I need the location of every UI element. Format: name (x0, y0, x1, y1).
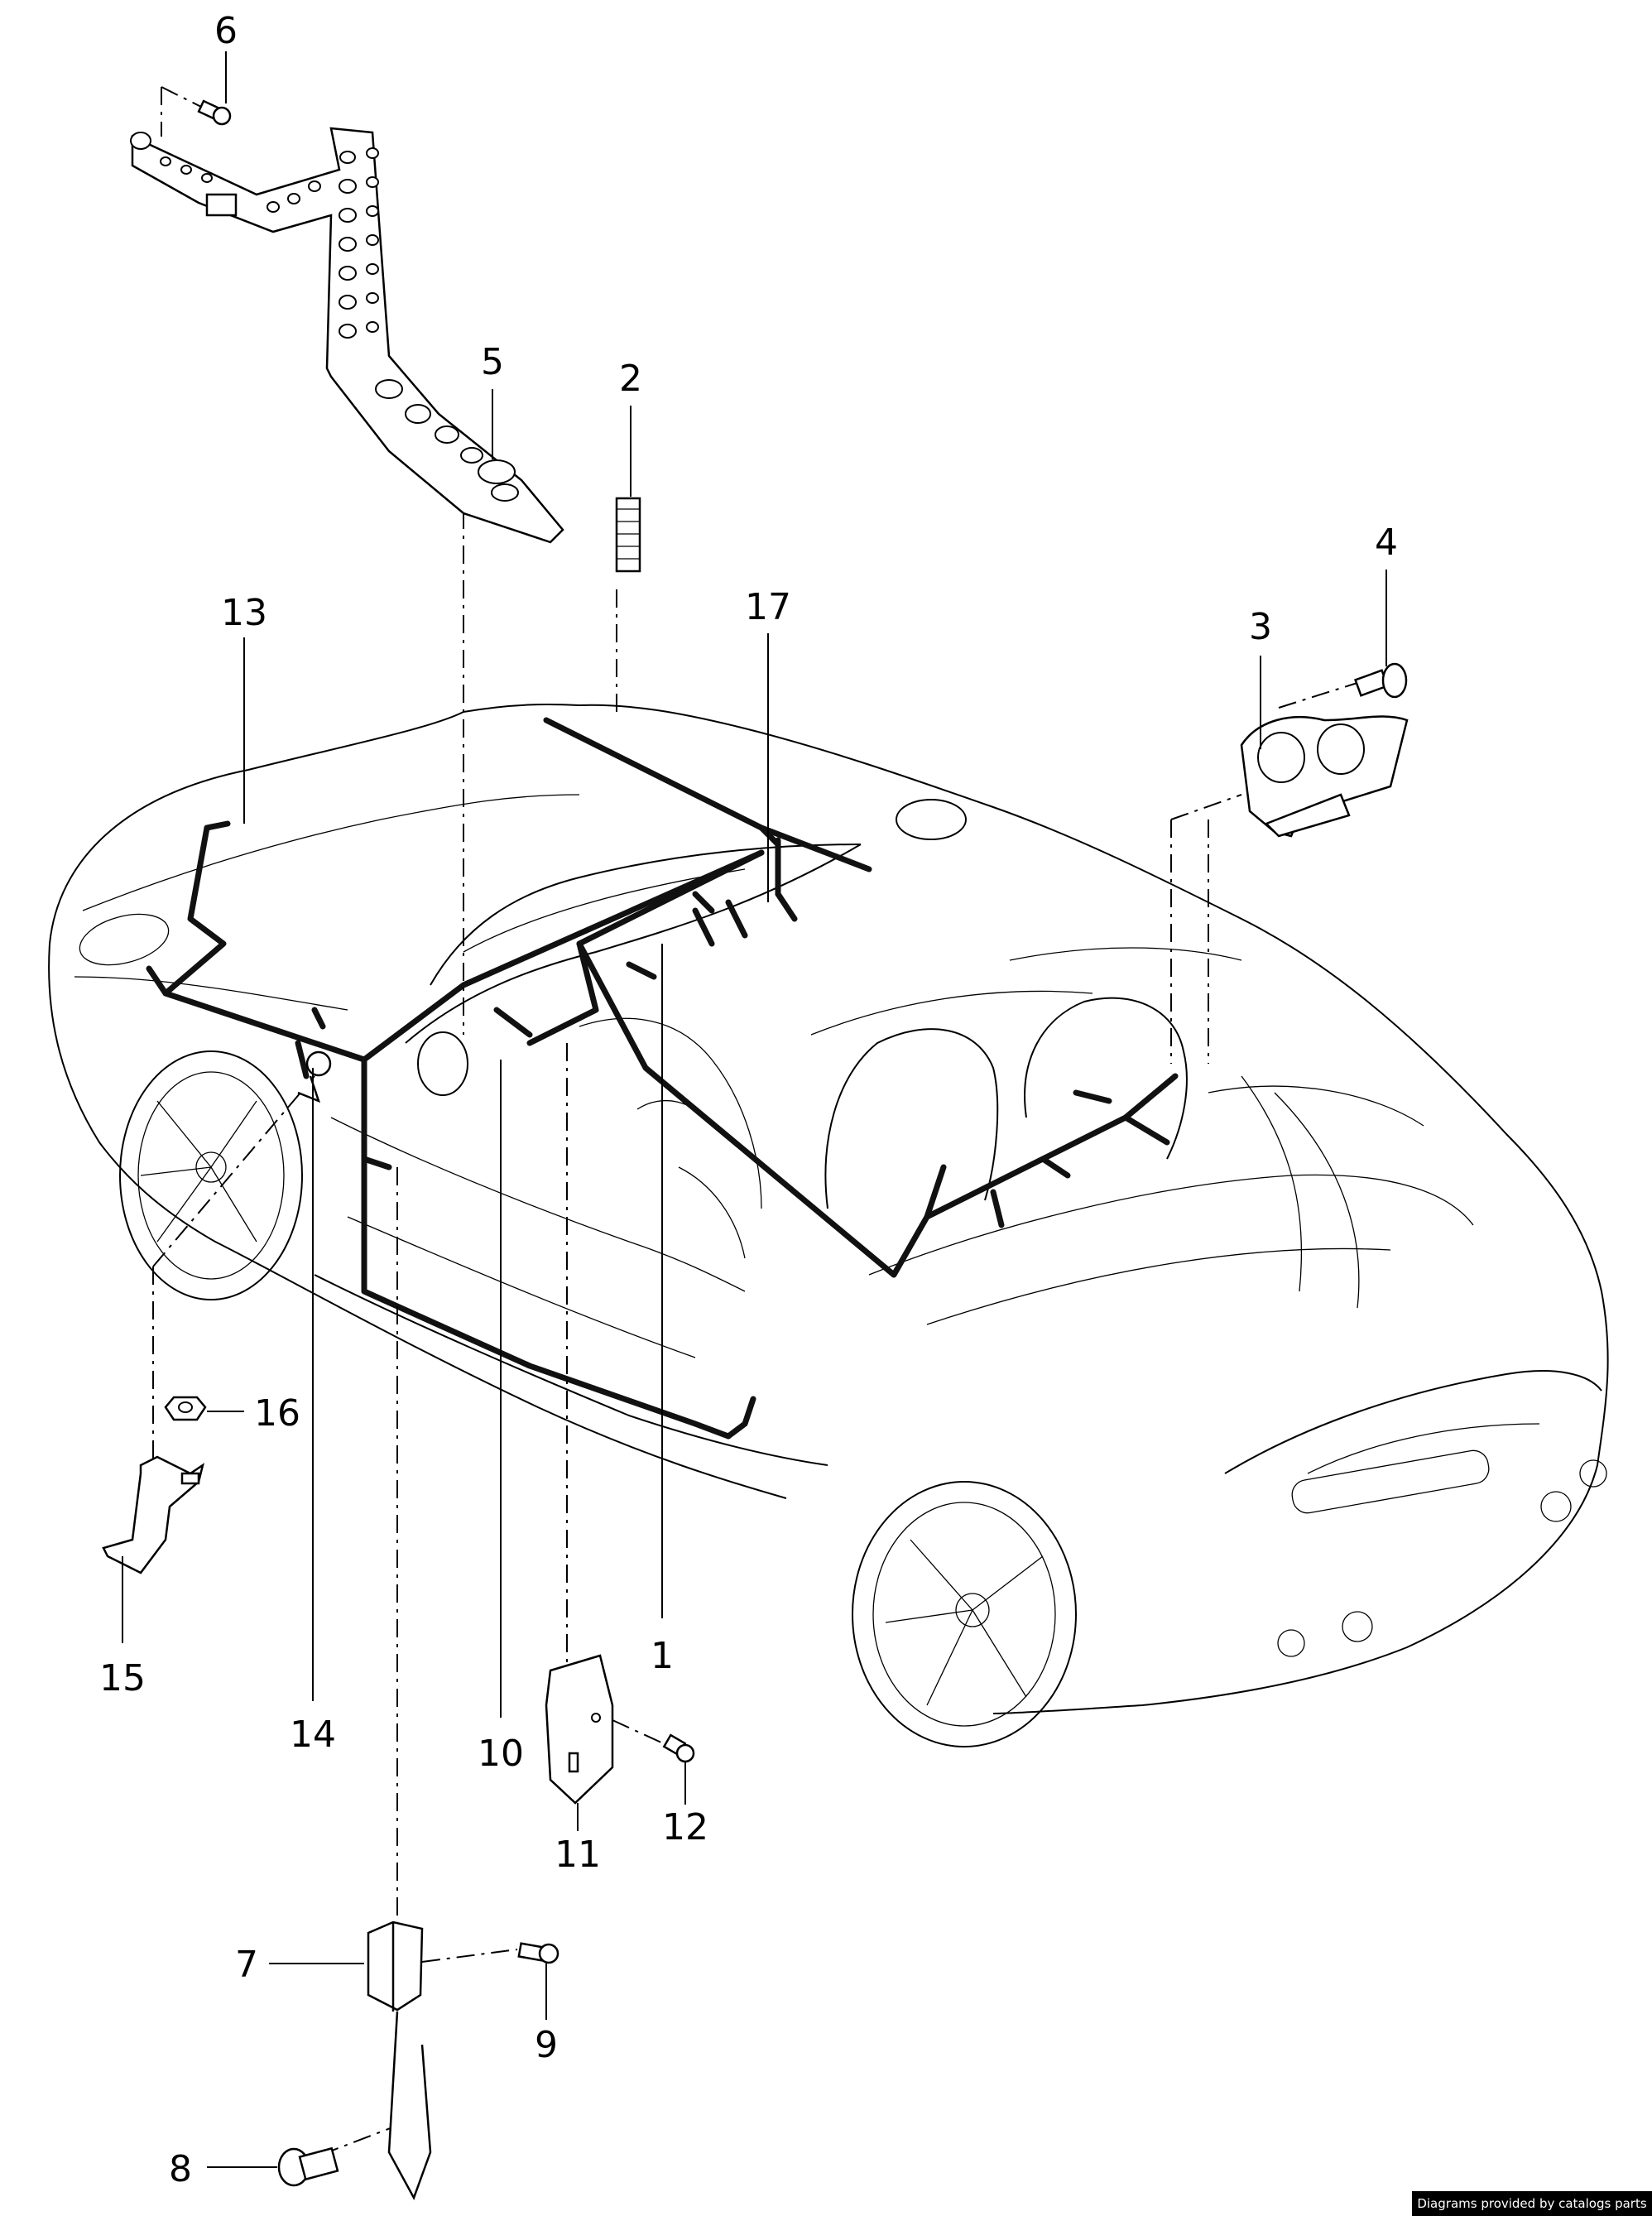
plate-part-11 (545, 1654, 614, 1805)
callout-8: 8 (169, 2148, 192, 2190)
wiring-harness (146, 717, 1179, 1440)
callout-3: 3 (1249, 606, 1272, 648)
leader-lines (152, 86, 1358, 2156)
module-part-7 (367, 1920, 432, 2201)
stud-part-2 (615, 497, 641, 573)
callout-10: 10 (478, 1733, 524, 1775)
callout-labels: 6 5 2 3 4 13 17 1 10 14 15 16 11 12 7 9 … (99, 10, 1398, 2190)
callout-2: 2 (619, 358, 642, 400)
callout-15: 15 (99, 1657, 146, 1699)
callout-1: 1 (651, 1635, 674, 1677)
bolt-part-4 (1354, 662, 1408, 699)
bolt-part-9 (517, 1942, 559, 1964)
callout-6: 6 (214, 10, 238, 52)
bolt-part-8 (277, 2146, 339, 2187)
callout-16: 16 (254, 1392, 300, 1435)
callout-17: 17 (745, 586, 791, 628)
callout-11: 11 (555, 1834, 601, 1876)
bracket-part-15 (102, 1455, 204, 1574)
callout-5: 5 (481, 341, 504, 383)
credit-footer: Diagrams provided by catalogs parts (1412, 2191, 1652, 2216)
bracket-part-3 (1240, 715, 1409, 838)
credit-text: Diagrams provided by catalogs parts (1417, 2196, 1646, 2211)
car-body-outline (48, 703, 1609, 1747)
bolt-part-6 (197, 99, 232, 126)
callout-4: 4 (1375, 522, 1398, 564)
callout-12: 12 (662, 1806, 708, 1848)
bolt-part-12 (662, 1733, 695, 1763)
callout-14: 14 (290, 1714, 336, 1756)
callout-leaders (122, 51, 1387, 2168)
callout-9: 9 (535, 2024, 558, 2066)
callout-7: 7 (235, 1944, 258, 1986)
nut-part-16 (164, 1396, 207, 1421)
callout-13: 13 (221, 592, 267, 634)
bracket-part-5 (130, 127, 564, 544)
